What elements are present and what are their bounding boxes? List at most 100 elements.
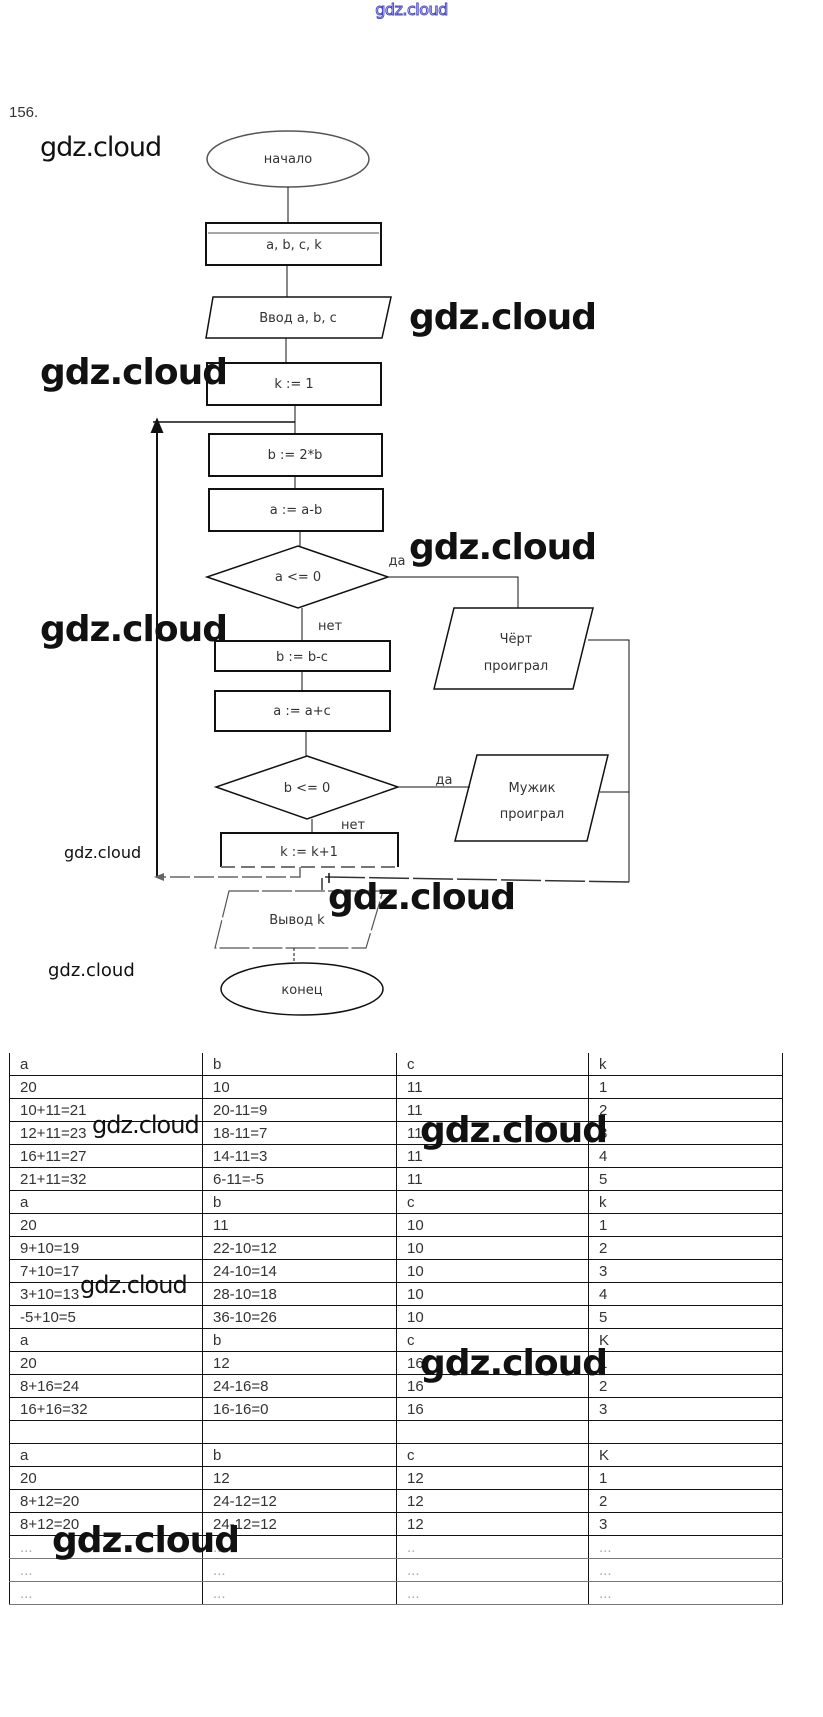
table-cell: 3 <box>588 1397 783 1421</box>
devil-lost-label: проиграл <box>484 659 549 674</box>
end-label: конец <box>281 983 322 998</box>
table-cell <box>396 1420 589 1444</box>
watermark: gdz.cloud <box>40 352 228 393</box>
table-cell: 11 <box>396 1167 589 1191</box>
table-cell: 16 <box>396 1351 589 1375</box>
end-terminal <box>220 962 384 1016</box>
inc-k-label: k := k+1 <box>280 845 338 860</box>
table-cell: K <box>588 1328 783 1352</box>
table-cell: b <box>202 1190 397 1214</box>
table-cell: ... <box>396 1581 589 1605</box>
table-cell: 20 <box>9 1075 203 1099</box>
table-cell: a <box>9 1328 203 1352</box>
watermark: gdz.cloud <box>52 1520 240 1561</box>
output-label: Вывод k <box>269 913 325 928</box>
table-cell: ... <box>202 1558 397 1582</box>
declare-block <box>205 222 382 266</box>
table-cell: 2 <box>588 1098 783 1122</box>
table-cell: 10 <box>396 1213 589 1237</box>
table-cell: 16 <box>396 1374 589 1398</box>
table-cell: 4 <box>588 1144 783 1168</box>
table-row: ............ <box>9 1581 783 1605</box>
table-cell: 10 <box>396 1282 589 1306</box>
table-cell: 8+12=20 <box>9 1489 203 1513</box>
add-a-label: a := a+c <box>273 704 331 719</box>
man-lost-label: проиграл <box>500 807 565 822</box>
table-cell: ... <box>588 1535 783 1559</box>
devil-exit-line <box>588 639 630 882</box>
sub-a-block <box>208 488 384 532</box>
init-k-label: k := 1 <box>274 377 313 392</box>
add-a-block <box>214 690 391 732</box>
table-cell: 28-10=18 <box>202 1282 397 1306</box>
cond-a-label: a <= 0 <box>275 570 321 585</box>
table-cell: 22-10=12 <box>202 1236 397 1260</box>
input-label: Ввод a, b, c <box>259 311 337 326</box>
watermark: gdz.cloud <box>420 1110 608 1151</box>
table-cell: 2 <box>588 1236 783 1260</box>
table-cell: 8+16=24 <box>9 1374 203 1398</box>
watermark: gdz.cloud <box>409 297 597 338</box>
devil-lost-label: Чёрт <box>500 632 533 647</box>
table-cell: b <box>202 1053 397 1076</box>
table-row: ........... <box>9 1535 783 1559</box>
watermark: gdz.cloud <box>80 1271 188 1299</box>
table-cell: c <box>396 1443 589 1467</box>
table-cell: 1 <box>588 1466 783 1490</box>
table-cell: 24-12=12 <box>202 1489 397 1513</box>
cond-b-label: b <= 0 <box>284 781 331 796</box>
inc-k-block <box>220 832 399 867</box>
table-cell: 12 <box>202 1466 397 1490</box>
no-label: нет <box>318 619 342 634</box>
watermark: gdz.cloud <box>409 527 597 568</box>
watermark: gdz.cloud <box>92 1111 200 1139</box>
table-cell: ... <box>9 1581 203 1605</box>
table-cell: 6-11=-5 <box>202 1167 397 1191</box>
no-label: нет <box>341 818 365 833</box>
table-cell: -5+10=5 <box>9 1305 203 1329</box>
table-cell: 21+11=32 <box>9 1167 203 1191</box>
table-cell: 1 <box>588 1075 783 1099</box>
table-cell: 12 <box>396 1489 589 1513</box>
table-cell: k <box>588 1190 783 1214</box>
yes-branch-line <box>388 576 519 608</box>
table-cell: 3+10=13 <box>9 1282 203 1306</box>
table-cell: 5 <box>588 1167 783 1191</box>
table-cell: 11 <box>396 1075 589 1099</box>
table-row: ............ <box>9 1558 783 1582</box>
table-cell: 16+11=27 <box>9 1144 203 1168</box>
table-cell <box>588 1420 783 1444</box>
table-cell: 10 <box>202 1075 397 1099</box>
table-cell: 11 <box>202 1213 397 1237</box>
table-cell: ... <box>396 1558 589 1582</box>
table-cell: 11 <box>396 1121 589 1145</box>
table-cell: 10 <box>396 1259 589 1283</box>
table-cell: 1 <box>588 1213 783 1237</box>
cond-a-diamond <box>204 545 391 609</box>
table-cell: 12 <box>396 1512 589 1536</box>
table-cell: ... <box>588 1581 783 1605</box>
site-logo[interactable]: gdz.cloud <box>375 0 449 20</box>
table-cell: 3 <box>588 1121 783 1145</box>
table-cell: 5 <box>588 1305 783 1329</box>
table-cell: 8+12=20 <box>9 1512 203 1536</box>
table-cell: ... <box>202 1535 397 1559</box>
table-row <box>9 1420 783 1444</box>
table-cell: ... <box>588 1558 783 1582</box>
table-cell: 24-16=8 <box>202 1374 397 1398</box>
table-cell: 10 <box>396 1305 589 1329</box>
watermark: gdz.cloud <box>40 609 228 650</box>
